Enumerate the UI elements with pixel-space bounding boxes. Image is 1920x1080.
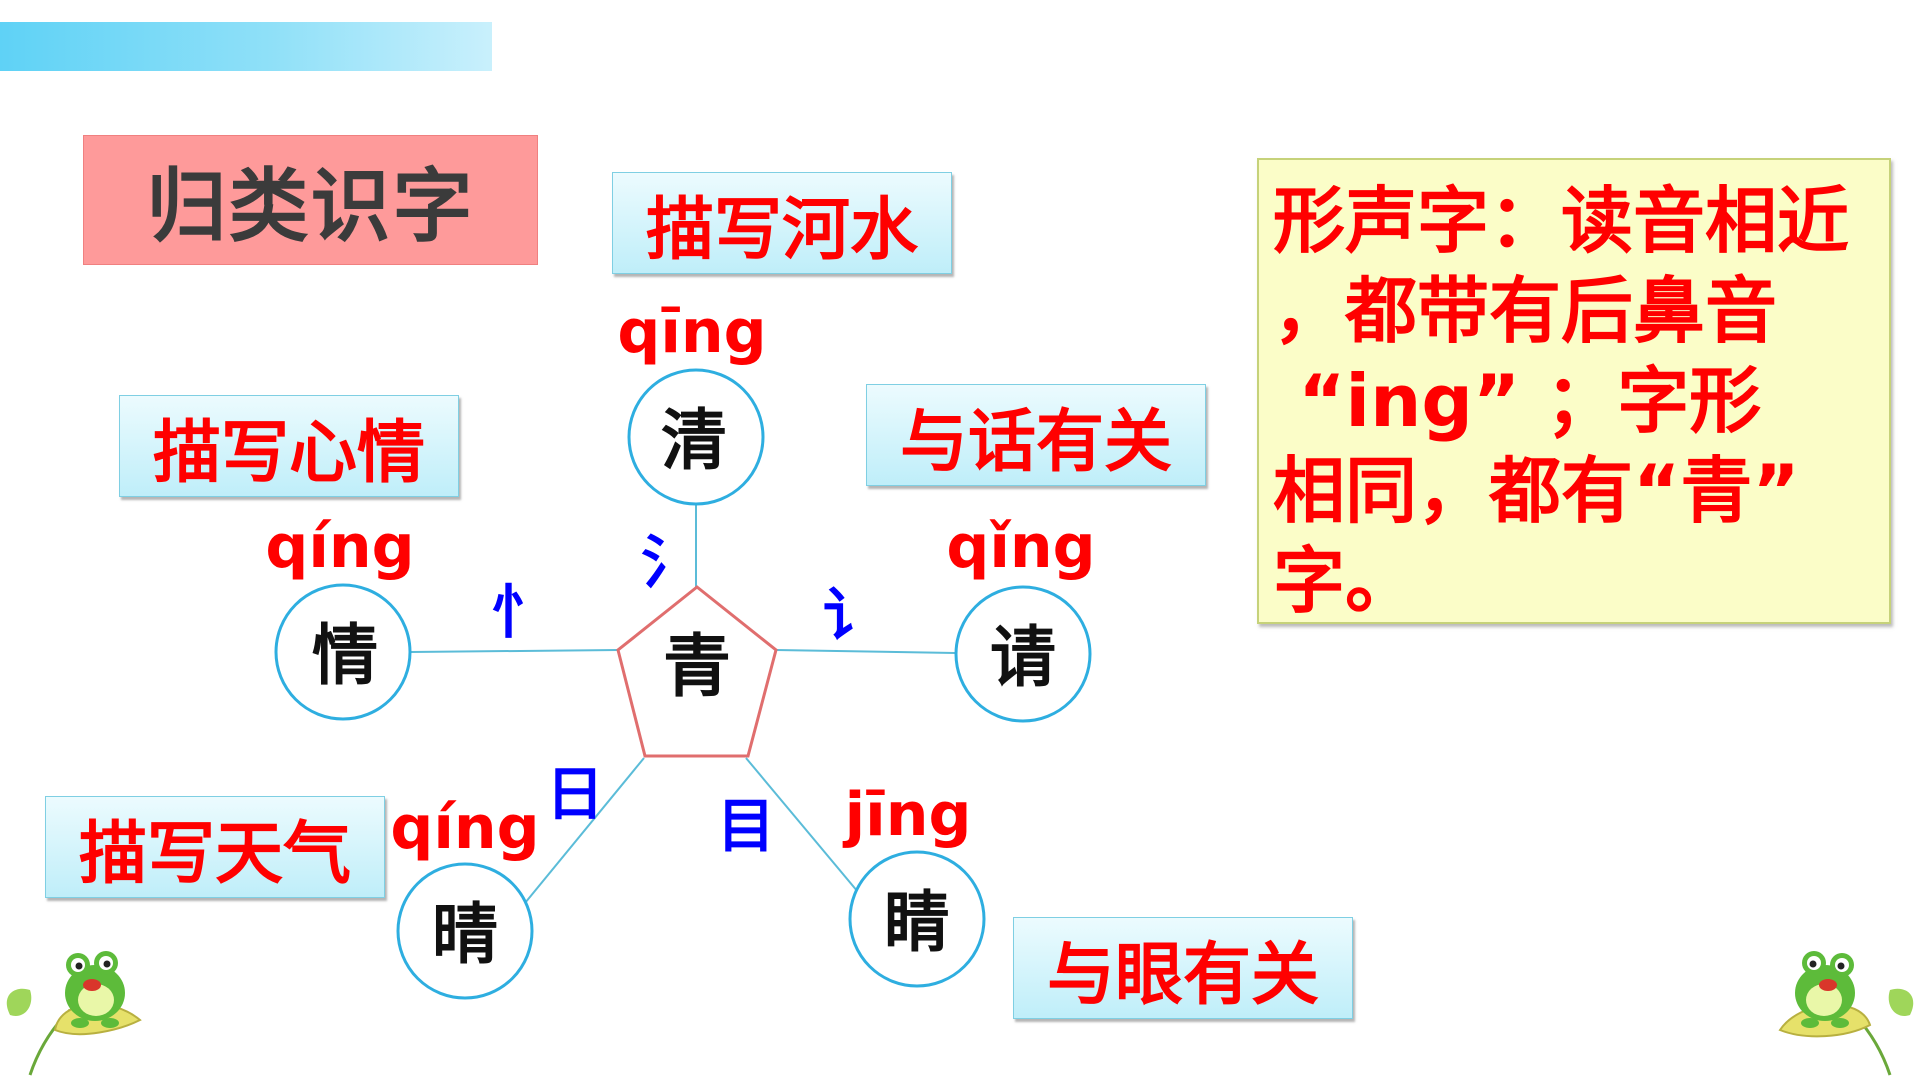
connector-line-qing2 <box>410 649 619 653</box>
center-char: 青 <box>663 628 731 707</box>
radical-qing3: 讠 <box>823 581 881 649</box>
node-char-qing2: 情 <box>312 617 378 694</box>
connector-line-qing4 <box>524 757 645 904</box>
radical-qing1: 氵 <box>641 528 699 596</box>
radical-qing4: 日 <box>546 760 604 828</box>
category-label-mood: 描写心情 <box>119 395 459 497</box>
explanation-note: 形声字：读音相近 ，都带有后鼻音 “ing” ；字形 相同，都有“青” 字。 <box>1257 158 1891 624</box>
radical-jing: 目 <box>717 792 775 860</box>
node-char-qing4: 晴 <box>432 896 498 973</box>
frog-on-leaf-icon <box>6 951 142 1076</box>
node-circle-jing <box>848 850 986 988</box>
pinyin-qing1: qīng <box>617 297 766 367</box>
node-char-jing: 睛 <box>884 884 950 961</box>
top-accent-bar <box>0 22 492 71</box>
category-label-eye: 与眼有关 <box>1013 917 1353 1019</box>
pinyin-qing3: qǐng <box>946 512 1095 582</box>
connector-line-jing <box>745 757 859 893</box>
node-char-qing1: 清 <box>661 402 727 479</box>
node-circle-qing1 <box>627 368 765 506</box>
pinyin-jing: jīng <box>843 780 972 850</box>
node-circle-qing2 <box>274 583 412 721</box>
pinyin-qing4: qíng <box>390 793 539 863</box>
node-char-qing3: 请 <box>990 619 1056 696</box>
center-pentagon <box>616 585 778 758</box>
node-circle-qing4 <box>396 862 534 1000</box>
category-label-weather: 描写天气 <box>45 796 385 898</box>
radical-qing2: 忄 <box>491 578 549 646</box>
node-circle-qing3 <box>954 585 1092 723</box>
frog-on-leaf-icon <box>1778 951 1914 1076</box>
category-label-speech: 与话有关 <box>866 384 1206 486</box>
pinyin-qing2: qíng <box>265 512 414 582</box>
category-label-river: 描写河水 <box>612 172 952 274</box>
page-title: 归类识字 <box>83 135 538 265</box>
connector-line-qing3 <box>775 649 956 654</box>
